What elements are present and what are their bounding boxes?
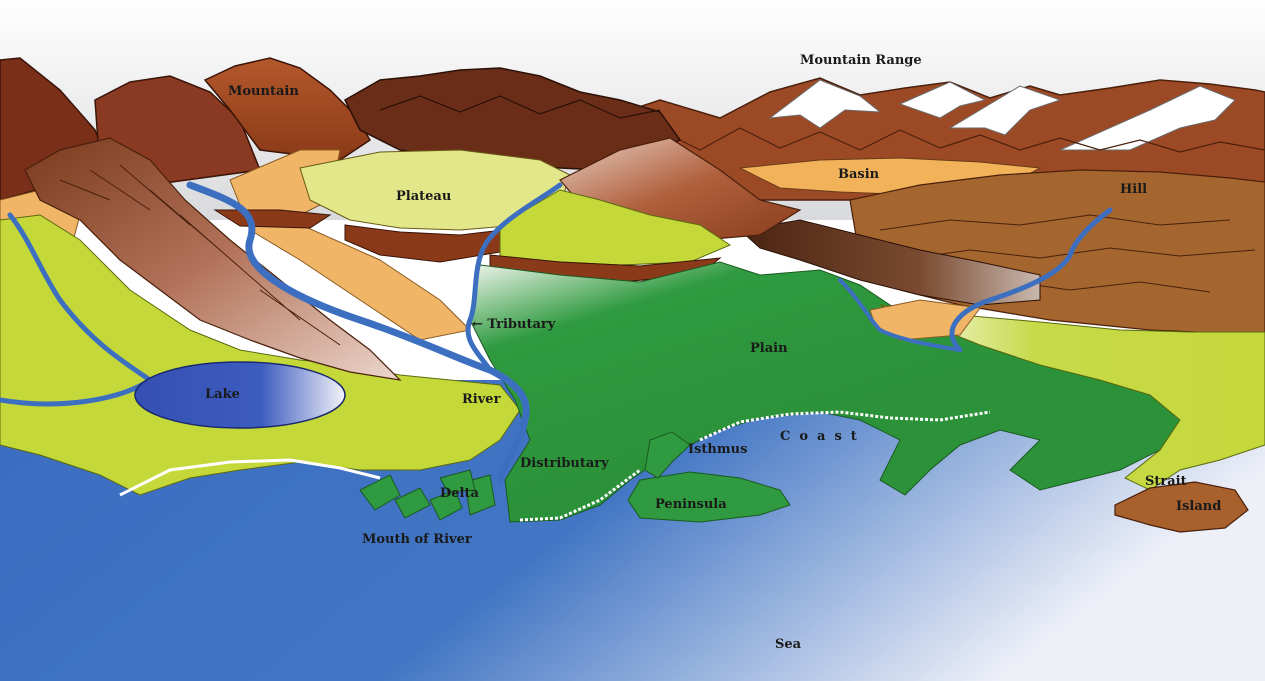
- label-basin: Basin: [838, 167, 880, 182]
- isthmus: [644, 431, 691, 479]
- label-plateau: Plateau: [396, 189, 452, 204]
- lake: [134, 361, 346, 429]
- peninsula: [627, 471, 791, 523]
- snow-cap: [898, 81, 987, 119]
- main-river: [186, 181, 530, 484]
- label-strait: Strait: [1145, 474, 1187, 489]
- label-peninsula: Peninsula: [655, 497, 727, 512]
- label-river: River: [462, 392, 501, 407]
- left-river: [0, 212, 155, 407]
- label-distributary: Distributary: [520, 456, 609, 471]
- island: [1114, 481, 1249, 533]
- plain-river: [838, 278, 962, 352]
- label-delta: Delta: [440, 486, 479, 501]
- coastline-left: [119, 458, 381, 497]
- sand-lowland-center: [229, 149, 472, 341]
- label-hill: Hill: [1120, 182, 1148, 197]
- right-river: [949, 207, 1113, 353]
- label-sea: Sea: [775, 637, 802, 652]
- snow-cap: [768, 79, 882, 129]
- label-island: Island: [1176, 499, 1222, 514]
- label-tributary: ← Tributary: [472, 317, 556, 332]
- lowland-left: [0, 214, 521, 496]
- label-mountain: Mountain: [228, 84, 299, 99]
- delta-island: [439, 469, 476, 493]
- delta-island: [359, 474, 401, 511]
- delta-island: [394, 487, 431, 519]
- label-plain: Plain: [750, 341, 788, 356]
- dark-ridge: [738, 219, 1041, 306]
- label-lake: Lake: [205, 387, 240, 402]
- label-coast: Coast: [780, 429, 866, 444]
- delta-island: [429, 489, 463, 521]
- snow-cap: [1059, 85, 1236, 151]
- label-isthmus: Isthmus: [688, 442, 748, 457]
- ridge-left: [24, 137, 402, 381]
- label-mountain-range: Mountain Range: [800, 53, 922, 68]
- label-mouth-of-river: Mouth of River: [362, 532, 472, 547]
- tributary-river: [465, 182, 563, 373]
- snow-cap: [948, 85, 1062, 136]
- coastline-2: [519, 468, 641, 522]
